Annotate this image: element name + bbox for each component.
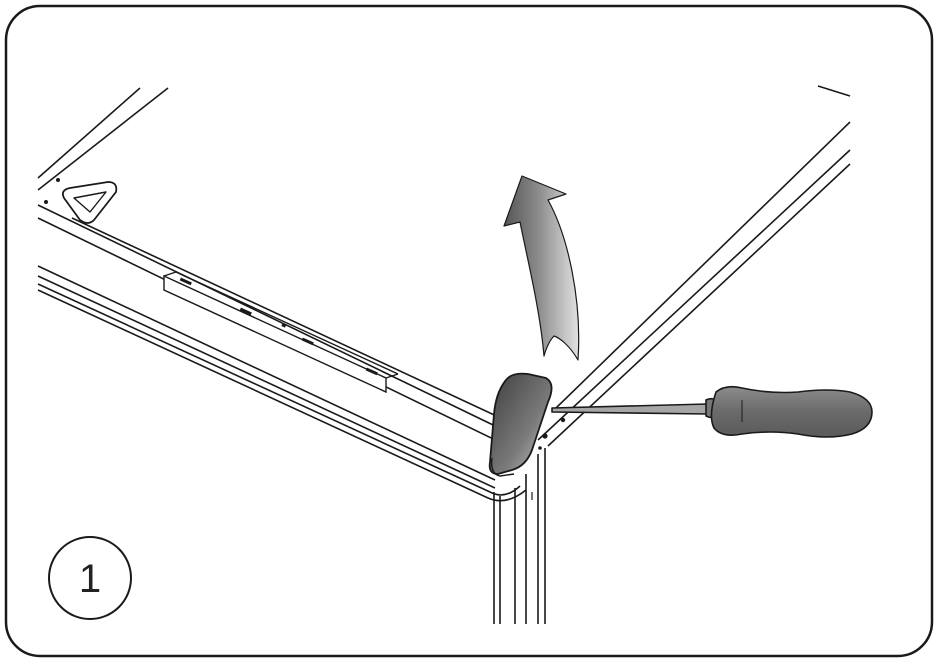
step-number: 1 xyxy=(79,557,101,601)
curved-arrow-icon xyxy=(503,175,580,361)
cabinet-top xyxy=(37,85,851,453)
diagram-frame xyxy=(4,4,934,658)
door-side-frame xyxy=(493,448,546,624)
strip-slots xyxy=(179,277,378,376)
corner-screws xyxy=(538,417,566,450)
hinge-cover-icon xyxy=(488,372,553,477)
triangle-recess-icon xyxy=(44,178,118,224)
door-top-edge xyxy=(37,265,527,502)
step-number-badge: 1 xyxy=(48,536,132,620)
screwdriver-icon xyxy=(551,385,873,438)
